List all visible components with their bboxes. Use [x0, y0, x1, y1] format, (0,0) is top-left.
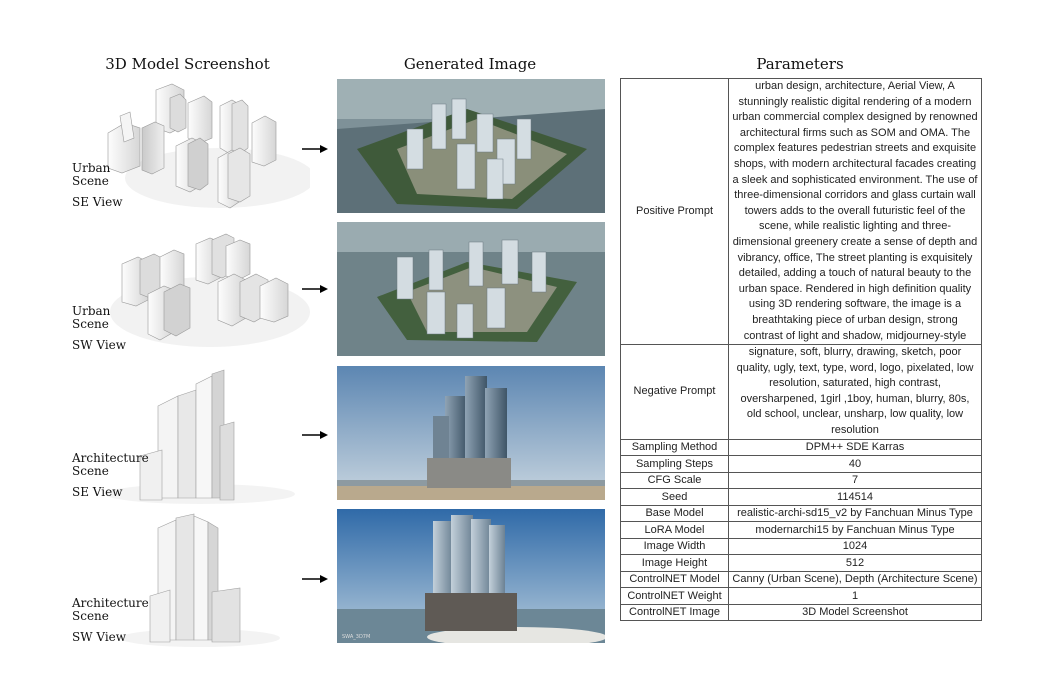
row-4-label: Architecture Scene SW View: [72, 597, 149, 644]
parameter-value: signature, soft, blurry, drawing, sketch…: [728, 344, 982, 440]
row-4-view: SW View: [72, 630, 127, 644]
parameter-value: 1024: [728, 537, 982, 556]
row-1-view: SE View: [72, 195, 123, 209]
row-2-scene-line2: Scene: [72, 317, 109, 331]
row-2-scene-line1: Urban: [72, 304, 111, 318]
arrow-right-icon: [302, 575, 328, 583]
model-architecture-sw-screenshot: [120, 513, 280, 647]
parameter-value: 114514: [728, 488, 982, 506]
parameter-key: Negative Prompt: [620, 344, 729, 440]
model-urban-sw-screenshot: [110, 233, 310, 347]
parameter-value: urban design, architecture, Aerial View,…: [728, 77, 982, 346]
row-3-label: Architecture Scene SE View: [72, 452, 149, 499]
row-3-view: SE View: [72, 485, 123, 499]
parameter-key: Base Model: [620, 504, 729, 523]
parameter-value: 1: [728, 587, 982, 605]
model-architecture-se-screenshot: [105, 369, 295, 504]
parameter-key: ControlNET Image: [620, 603, 729, 622]
generated-image-urban-sw: [337, 222, 605, 356]
parameter-key: Sampling Method: [620, 438, 729, 457]
generated-image-architecture-sw: [337, 509, 605, 643]
parameter-value: 40: [728, 455, 982, 473]
row-3-scene-line2: Scene: [72, 464, 109, 478]
parameter-key: Positive Prompt: [620, 77, 729, 346]
arrow-right-icon: [302, 431, 328, 439]
parameter-key: Image Width: [620, 537, 729, 556]
parameter-key: ControlNET Model: [620, 570, 729, 589]
parameter-value: 7: [728, 471, 982, 490]
parameter-value: modernarchi15 by Fanchuan Minus Type: [728, 521, 982, 539]
arrow-right-icon: [302, 285, 328, 293]
header-parameters: Parameters: [756, 55, 844, 73]
header-3d-model: 3D Model Screenshot: [105, 55, 270, 73]
model-urban-se-screenshot: [107, 83, 310, 209]
parameter-key: Sampling Steps: [620, 455, 729, 473]
image-watermark: SWA_3D7M: [342, 634, 371, 640]
generated-image-urban-se: [337, 79, 605, 213]
parameter-key: LoRA Model: [620, 521, 729, 539]
row-1-label: Urban Scene SE View: [72, 162, 122, 209]
arrow-right-icon: [302, 145, 328, 153]
generated-image-architecture-se: [337, 366, 605, 500]
row-2-label: Urban Scene SW View: [72, 305, 126, 352]
parameter-value: Canny (Urban Scene), Depth (Architecture…: [728, 570, 982, 589]
row-3-scene-line1: Architecture: [72, 451, 149, 465]
row-1-scene-line2: Scene: [72, 174, 109, 188]
parameter-key: ControlNET Weight: [620, 587, 729, 605]
parameter-value: 3D Model Screenshot: [728, 603, 982, 622]
parameter-key: CFG Scale: [620, 471, 729, 490]
parameter-value: realistic-archi-sd15_v2 by Fanchuan Minu…: [728, 504, 982, 523]
parameter-value: 512: [728, 554, 982, 572]
row-4-scene-line2: Scene: [72, 609, 109, 623]
parameter-key: Image Height: [620, 554, 729, 572]
row-2-view: SW View: [72, 338, 127, 352]
parameter-key: Seed: [620, 488, 729, 506]
row-4-scene-line1: Architecture: [72, 596, 149, 610]
row-1-scene-line1: Urban: [72, 161, 111, 175]
parameter-value: DPM++ SDE Karras: [728, 438, 982, 457]
header-generated-image: Generated Image: [403, 55, 537, 73]
